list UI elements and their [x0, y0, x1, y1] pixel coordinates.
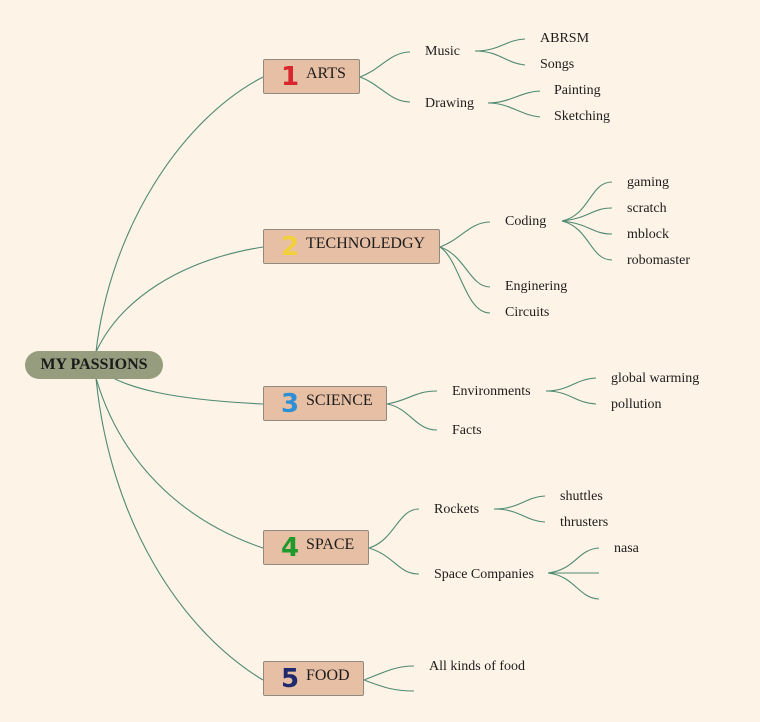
- subtopic-enginering[interactable]: Enginering: [505, 279, 568, 294]
- leaf-shuttles[interactable]: shuttles: [560, 489, 603, 504]
- subtopic-coding[interactable]: Coding: [505, 214, 547, 229]
- edge-root-space: [95, 377, 264, 549]
- topic-technology[interactable]: 2 TECHNOLEDGY: [263, 229, 440, 264]
- leaf-painting[interactable]: Painting: [554, 83, 601, 98]
- number-3-icon: 3: [281, 389, 300, 419]
- edge-food-blank: [363, 679, 415, 692]
- subtopic-environments[interactable]: Environments: [452, 384, 531, 399]
- subtopic-space-companies[interactable]: Space Companies: [434, 567, 534, 582]
- topic-label: SPACE: [306, 536, 355, 553]
- leaf-gaming[interactable]: gaming: [627, 175, 669, 190]
- topic-arts[interactable]: 1 ARTS: [263, 59, 360, 94]
- leaf-abrsm[interactable]: ABRSM: [540, 31, 590, 46]
- topic-label: FOOD: [306, 667, 350, 684]
- subtopic-rockets[interactable]: Rockets: [434, 502, 480, 517]
- leaf-pollution[interactable]: pollution: [611, 397, 662, 412]
- topic-science[interactable]: 3 SCIENCE: [263, 386, 387, 421]
- edge-food-allkinds: [363, 665, 415, 681]
- topic-space[interactable]: 4 SPACE: [263, 530, 369, 565]
- edge-root-arts: [95, 76, 264, 353]
- leaf-thrusters[interactable]: thrusters: [560, 515, 609, 530]
- number-1-icon: 1: [281, 62, 300, 92]
- edge-arts-music: [359, 51, 411, 78]
- topic-label: ARTS: [306, 65, 346, 82]
- subtopic-drawing[interactable]: Drawing: [425, 96, 474, 111]
- topic-label: TECHNOLEDGY: [306, 235, 426, 252]
- subtopic-facts[interactable]: Facts: [452, 423, 482, 438]
- leaf-songs[interactable]: Songs: [540, 57, 575, 72]
- number-4-icon: 4: [281, 533, 300, 563]
- topic-label: SCIENCE: [306, 392, 373, 409]
- leaf-robomaster[interactable]: robomaster: [627, 253, 690, 268]
- leaf-global-warming[interactable]: global warming: [611, 371, 700, 386]
- edge-science-environments: [386, 390, 438, 405]
- edge-arts-drawing: [359, 76, 411, 103]
- number-2-icon: 2: [281, 232, 300, 262]
- central-node-my-passions[interactable]: MY PASSIONS: [25, 351, 163, 379]
- leaf-sketching[interactable]: Sketching: [554, 109, 610, 124]
- topic-food[interactable]: 5 FOOD: [263, 661, 364, 696]
- edge-science-facts: [386, 403, 438, 431]
- leaf-scratch[interactable]: scratch: [627, 201, 667, 216]
- edge-space-companies: [368, 547, 420, 575]
- subtopic-all-kinds-of-food[interactable]: All kinds of food: [429, 659, 526, 674]
- edge-tech-circuits: [439, 246, 491, 314]
- leaf-nasa[interactable]: nasa: [614, 541, 639, 556]
- edge-root-food: [95, 377, 264, 681]
- edge-tech-enginering: [439, 246, 491, 288]
- subtopic-music[interactable]: Music: [425, 44, 460, 59]
- edge-root-technology: [95, 246, 264, 353]
- edge-tech-coding: [439, 221, 491, 248]
- leaf-mblock[interactable]: mblock: [627, 227, 669, 242]
- number-5-icon: 5: [281, 664, 300, 694]
- subtopic-circuits[interactable]: Circuits: [505, 305, 550, 320]
- edge-space-rockets: [368, 508, 420, 549]
